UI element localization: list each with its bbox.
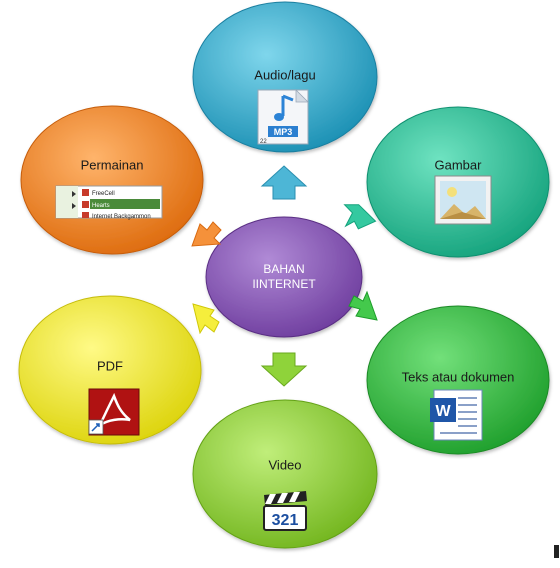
arrow-to-audio: [260, 165, 308, 200]
arrow-to-gambar: [343, 204, 377, 230]
game-item-freecell: FreeCell: [92, 191, 115, 197]
arrow-to-permainan: [191, 221, 222, 247]
picture-icon: [434, 175, 492, 225]
node-video-circle: [192, 399, 378, 549]
node-permainan-circle: [20, 105, 204, 255]
node-gambar-label: Gambar: [434, 157, 482, 173]
node-video-label: Video: [268, 457, 302, 473]
center-circle: [205, 216, 363, 338]
center-label-line1: BAHAN: [263, 262, 305, 276]
pdf-file-icon: [88, 388, 140, 436]
node-teks-circle: [366, 305, 550, 455]
node-teks-label: Teks atau dokumen: [401, 369, 515, 385]
video-icon-text: 321: [272, 512, 299, 529]
video-player-icon: 321: [263, 491, 307, 531]
node-pdf-label: PDF: [97, 358, 123, 374]
word-icon-text: W: [435, 403, 451, 420]
mp3-file-icon: MP3 22: [257, 89, 309, 145]
word-document-icon: W: [430, 389, 483, 441]
arrow-to-teks: [348, 290, 378, 321]
center-label: BAHAN IINTERNET: [252, 262, 315, 292]
arrow-to-pdf: [192, 303, 220, 335]
edge-mark: [554, 545, 559, 558]
node-permainan-label: Permainan: [80, 157, 144, 173]
node-audio-circle: [192, 1, 378, 153]
mp3-icon-badge: 22: [260, 139, 267, 145]
mp3-icon-text: MP3: [274, 127, 293, 137]
node-pdf-circle: [18, 295, 202, 445]
arrow-to-video: [260, 352, 308, 387]
game-item-hearts: Hearts: [92, 203, 110, 209]
game-list-icon: FreeCell Hearts Internet Backgammon: [55, 185, 163, 220]
game-item-backgammon: Internet Backgammon: [92, 214, 151, 220]
node-audio-label: Audio/lagu: [254, 67, 316, 83]
center-label-line2: IINTERNET: [252, 277, 316, 291]
